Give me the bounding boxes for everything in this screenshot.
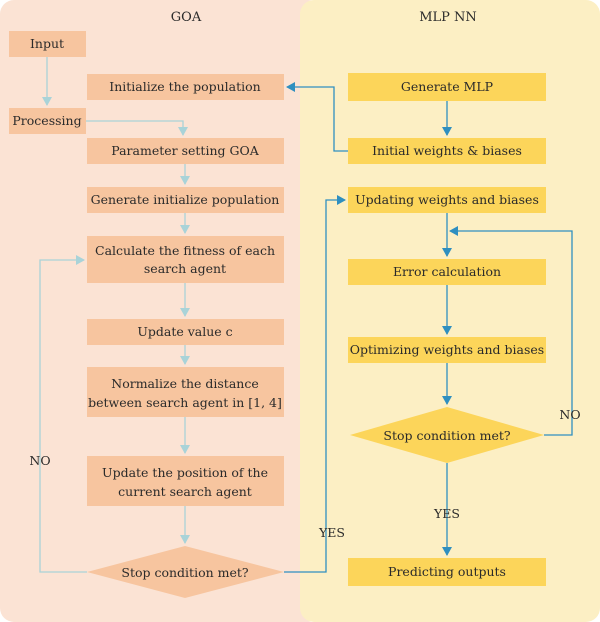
goa-no-label: NO [29, 453, 50, 468]
generate-init-population-label: Generate initialize population [91, 192, 280, 207]
mlp-arrows [284, 82, 573, 573]
initial-weights-label: Initial weights & biases [372, 143, 522, 158]
arrow-init-weights-to-goa-init [286, 82, 348, 152]
goa-stop-decision [87, 546, 284, 598]
update-position-label-line2: current search agent [118, 484, 252, 499]
update-c-box [87, 319, 284, 345]
calc-fitness-label-line2: search agent [144, 261, 226, 276]
update-c-label: Update value c [137, 324, 232, 339]
arrow-mlp-no-loop [449, 226, 573, 436]
parameter-setting-label: Parameter setting GOA [111, 143, 259, 158]
mlp-stop-decision [350, 407, 544, 463]
input-box [9, 31, 86, 57]
normalize-label-line1: Normalize the distance [111, 376, 258, 391]
goa-arrows [39, 57, 190, 573]
calc-fitness-label-line1: Calculate the fitness of each [95, 243, 275, 258]
goa-stop-decision-label: Stop condition met? [121, 565, 249, 580]
updating-weights-label: Updating weights and biases [355, 192, 539, 207]
init-population-label: Initialize the population [109, 79, 260, 94]
mlp-no-label: NO [559, 407, 580, 422]
optimizing-weights-box [348, 337, 546, 363]
normalize-box [87, 367, 284, 417]
cross-yes-label: YES [318, 525, 345, 540]
generate-init-population-box [87, 187, 284, 213]
calc-fitness-box [87, 236, 284, 283]
init-population-box [87, 74, 284, 100]
generate-mlp-label: Generate MLP [401, 79, 493, 94]
mlp-yes-label: YES [433, 506, 460, 521]
mlp-title: MLP NN [419, 10, 477, 25]
error-calc-label: Error calculation [393, 264, 501, 279]
generate-mlp-box [348, 73, 546, 101]
processing-label: Processing [12, 113, 81, 128]
update-position-box [87, 456, 284, 506]
processing-box [9, 108, 86, 134]
mlp-stop-decision-label: Stop condition met? [383, 428, 511, 443]
parameter-setting-box [87, 138, 284, 164]
predicting-outputs-box [348, 558, 546, 586]
initial-weights-box [348, 138, 546, 164]
arrow-processing-to-param [86, 120, 188, 136]
updating-weights-box [348, 187, 546, 213]
error-calc-box [348, 259, 546, 285]
predicting-outputs-label: Predicting outputs [388, 564, 506, 579]
goa-title: GOA [171, 10, 202, 25]
normalize-label-line2: between search agent in [1, 4] [88, 395, 282, 410]
arrow-goa-no-loop [39, 255, 87, 573]
arrow-goa-yes-to-updating [284, 195, 346, 573]
update-position-label-line1: Update the position of the [102, 465, 268, 480]
optimizing-weights-label: Optimizing weights and biases [350, 342, 544, 357]
input-label: Input [30, 36, 64, 51]
